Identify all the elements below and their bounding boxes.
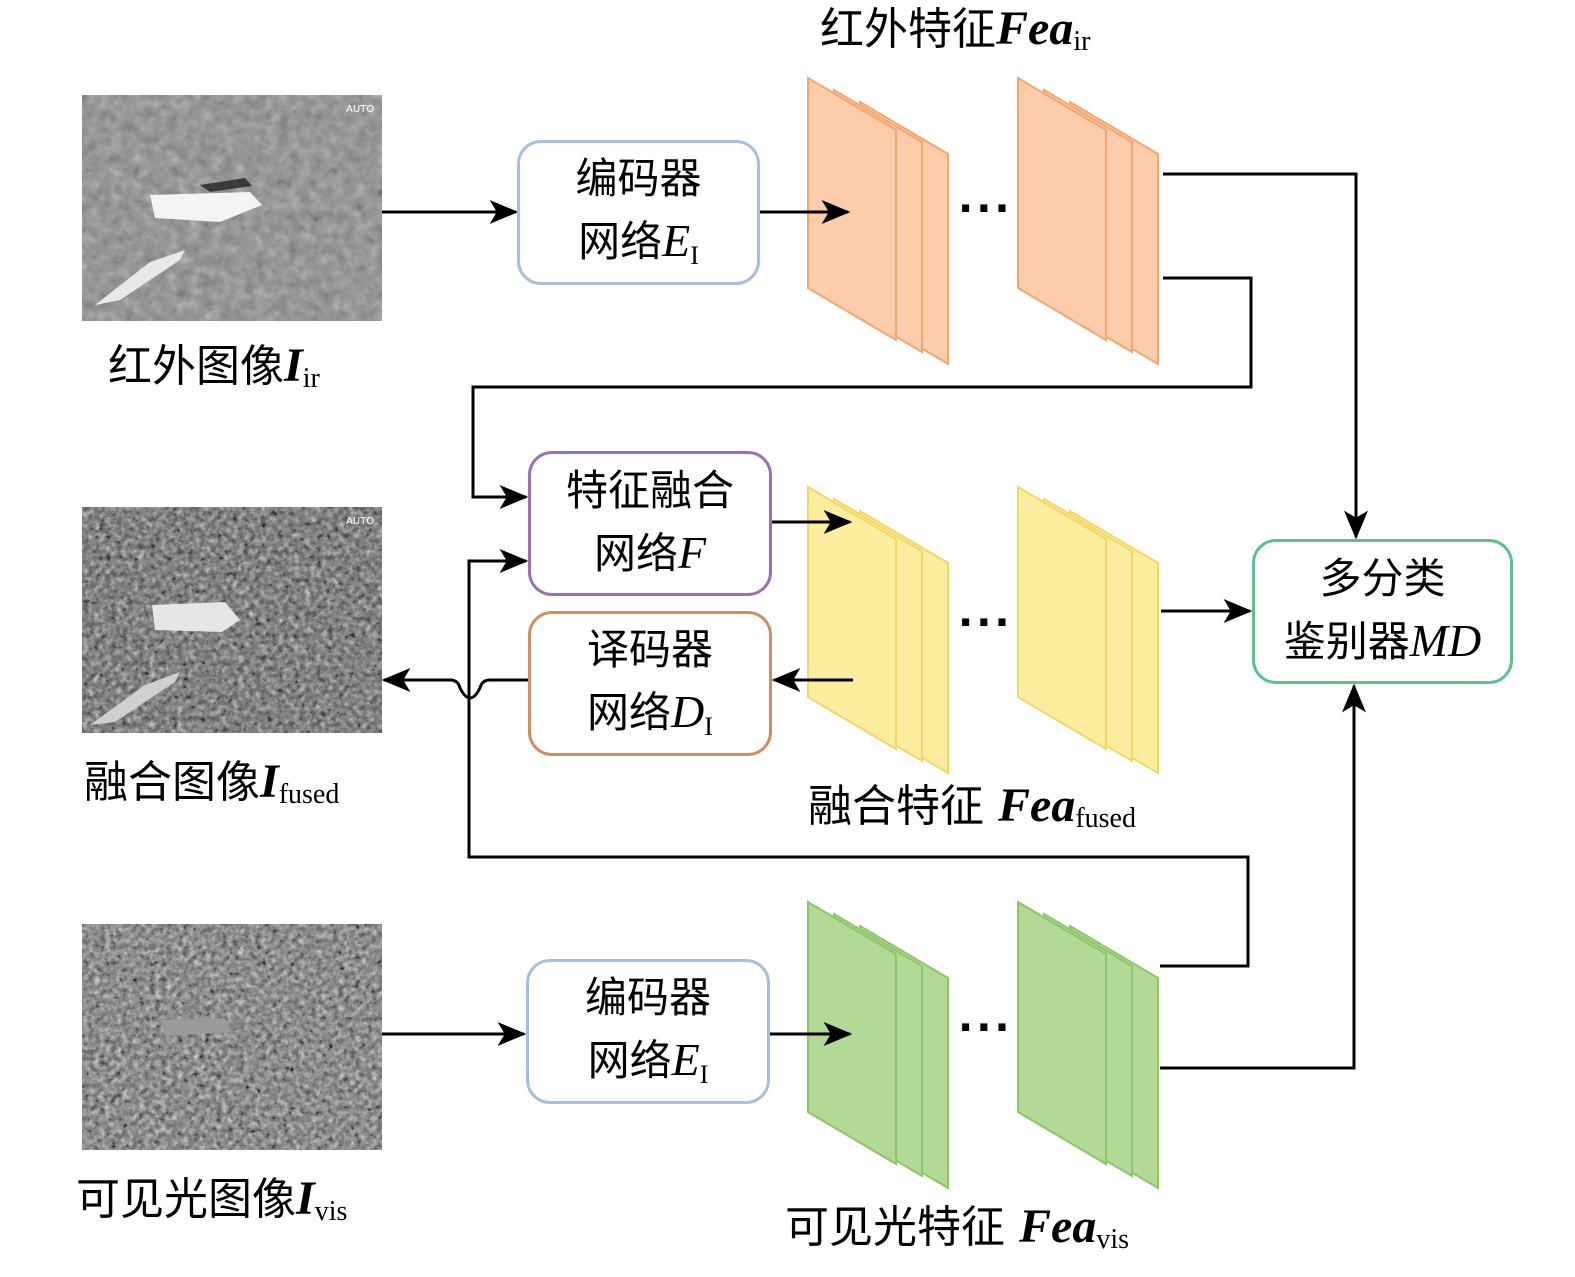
vis-feature-map-2-1	[1017, 900, 1107, 1166]
ir-feature-map-2-1	[1017, 76, 1107, 342]
fused-feature-map-2-1	[1017, 485, 1107, 751]
ir-image-label: 红外图像Iir	[108, 339, 320, 394]
discriminator-line1: 多分类	[1319, 553, 1446, 603]
fusion-line1: 特征融合	[565, 465, 734, 515]
fused-feature-ellipsis: ···	[958, 600, 1013, 646]
encoder-vis-line1: 编码器	[584, 973, 711, 1023]
decoder-network-box: 译码器 网络DI	[528, 611, 772, 756]
discriminator-box: 多分类 鉴别器MD	[1252, 539, 1513, 684]
ir-feature-ellipsis: ···	[958, 186, 1013, 232]
vis-image-label: 可见光图像Ivis	[76, 1172, 348, 1227]
encoder-vis-box: 编码器 网络EI	[526, 959, 770, 1104]
vis-feature-ellipsis: ···	[958, 1005, 1013, 1051]
ir-feature-label: 红外特征Feair	[820, 2, 1091, 57]
connectors	[381, 172, 1368, 1070]
vis-feature-label: 可见光特征 Feavis	[785, 1200, 1130, 1255]
arrow-irfea-to-md	[1163, 172, 1368, 540]
fused-feature-map-1-1	[807, 485, 897, 751]
encoder-ir-line1: 编码器	[575, 154, 702, 204]
fused-auto-badge: AUTO	[346, 516, 374, 527]
arrow-visfea-to-md	[1160, 683, 1366, 1070]
decoder-line2: 网络DI	[587, 686, 713, 742]
discriminator-line2: 鉴别器MD	[1283, 614, 1482, 666]
encoder-ir-box: 编码器 网络EI	[517, 140, 760, 285]
fused-feature-label: 融合特征 Feafused	[808, 779, 1136, 834]
arrow-visfea-to-fusion	[467, 549, 1250, 968]
encoder-ir-line2: 网络EI	[578, 215, 699, 271]
ir-auto-badge: AUTO	[346, 104, 374, 115]
infrared-image: AUTO	[82, 95, 382, 321]
ir-feature-map-1-1	[807, 76, 897, 342]
visible-image	[82, 924, 382, 1150]
fused-image: AUTO	[82, 507, 382, 733]
fusion-line2: 网络F	[593, 526, 707, 578]
arrow-irfea-to-fusion	[471, 276, 1253, 509]
arrow-decoder-to-fusedimg	[381, 668, 528, 700]
decoder-line1: 译码器	[586, 625, 713, 675]
fused-image-label: 融合图像Ifused	[84, 755, 340, 810]
fusion-network-box: 特征融合 网络F	[528, 451, 772, 596]
encoder-vis-line2: 网络EI	[587, 1034, 709, 1090]
